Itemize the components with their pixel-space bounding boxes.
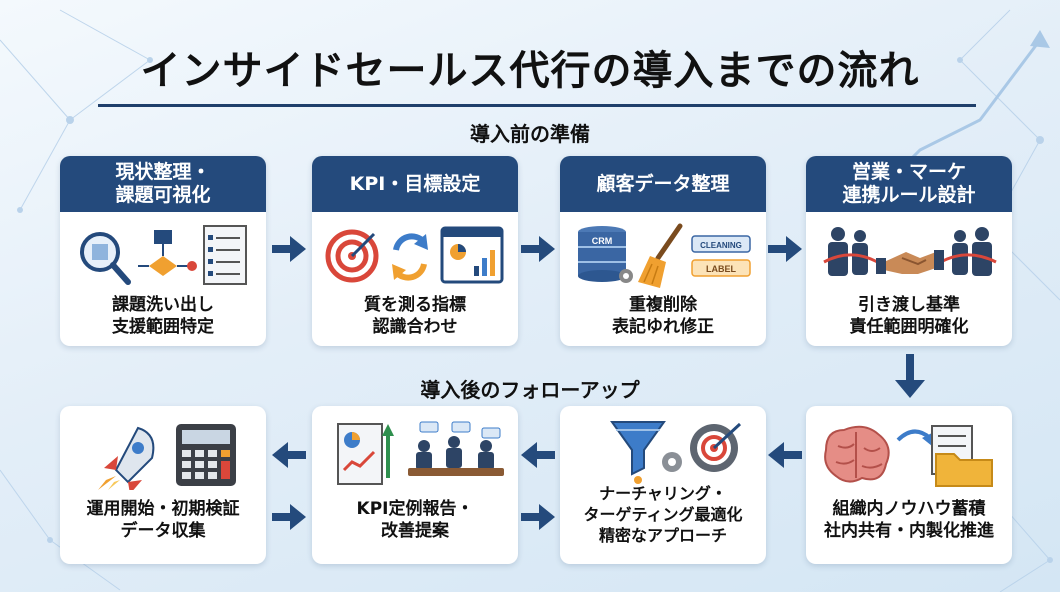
card-header: KPI・目標設定 (312, 156, 518, 212)
card-nurturing: ナーチャリング・ ターゲティング最適化 精密なアプローチ (560, 406, 766, 564)
arrow-left-icon (272, 442, 306, 468)
card-knowledge: 組織内ノウハウ蓄積 社内共有・内製化推進 (806, 406, 1012, 564)
card-kpi-report: KPI定例報告・ 改善提案 (312, 406, 518, 564)
title-underline (98, 104, 976, 107)
svg-text:LABEL: LABEL (706, 264, 736, 274)
rocket-calculator-icon (98, 424, 236, 490)
arrow-left-icon (768, 442, 802, 468)
report-meeting-icon (337, 421, 504, 485)
svg-text:CRM: CRM (592, 236, 613, 246)
card-current-state: 現状整理・ 課題可視化 課題洗 (60, 156, 266, 346)
arrow-right-icon (521, 504, 555, 530)
arrow-right-icon (521, 236, 555, 262)
section-label-before: 導入前の準備 (470, 122, 590, 146)
arrow-right-icon (768, 236, 802, 262)
card-body: 重複削除 表記ゆれ修正 (612, 295, 714, 338)
card-header: 顧客データ整理 (560, 156, 766, 212)
card-customer-data: 顧客データ整理 CRM CLEANING LABEL 重複削除 (560, 156, 766, 346)
svg-text:CLEANING: CLEANING (700, 241, 742, 250)
card-body: ナーチャリング・ ターゲティング最適化 精密なアプローチ (583, 484, 743, 545)
card-body: KPI定例報告・ 改善提案 (356, 499, 474, 542)
brain-folder-icon (824, 425, 993, 487)
puzzle-magnifier-flowchart-checklist-icon (80, 225, 247, 285)
card-header: 現状整理・ 課題可視化 (60, 156, 266, 212)
handshake-team-icon (823, 227, 997, 276)
arrow-right-icon (272, 504, 306, 530)
arrow-right-icon (272, 236, 306, 262)
card-body: 質を測る指標 認識合わせ (364, 295, 466, 338)
card-kpi-goal: KPI・目標設定 質を測る指標 認識合わせ (312, 156, 518, 346)
card-body: 運用開始・初期検証 データ収集 (86, 499, 240, 542)
card-operation-start: 運用開始・初期検証 データ収集 (60, 406, 266, 564)
card-body: 課題洗い出し 支援範囲特定 (112, 295, 214, 338)
arrow-down-icon (895, 354, 925, 398)
funnel-gear-target-icon (610, 421, 742, 484)
crm-database-broom-tags-icon: CRM CLEANING LABEL (578, 223, 751, 288)
card-body: 組織内ノウハウ蓄積 社内共有・内製化推進 (824, 499, 994, 542)
card-body: 引き渡し基準 責任範囲明確化 (849, 295, 969, 338)
target-cycle-dashboard-icon (325, 226, 504, 284)
page-title: インサイドセールス代行の導入までの流れ (140, 48, 920, 94)
arrow-left-icon (521, 442, 555, 468)
section-label-after: 導入後のフォローアップ (420, 378, 640, 402)
card-header: 営業・マーケ 連携ルール設計 (806, 156, 1012, 212)
card-sales-marketing: 営業・マーケ 連携ルール設計 引き渡し基準 責任範囲明確化 (806, 156, 1012, 346)
